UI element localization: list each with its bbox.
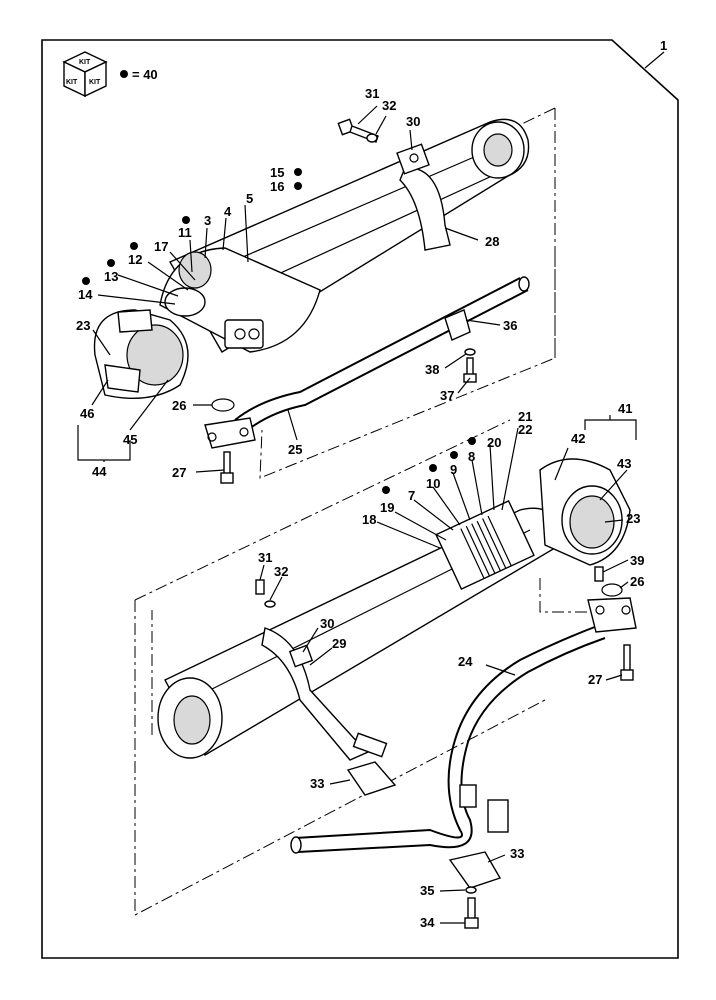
kit-bullet-icon (120, 70, 128, 78)
kit-bullets (82, 168, 476, 494)
callout-16: 16 (270, 179, 284, 194)
upper-clamp-bolt (337, 118, 379, 143)
upper-o-ring (211, 398, 235, 412)
callout-15: 15 (270, 165, 284, 180)
callout-26-lower: 26 (630, 574, 644, 589)
callout-18: 18 (362, 512, 376, 527)
callout-10: 10 (426, 476, 440, 491)
callout-labels: 31 32 30 15 16 5 4 3 11 17 12 13 14 28 2… (76, 86, 644, 930)
callout-23-upper: 23 (76, 318, 90, 333)
callout-43: 43 (617, 456, 631, 471)
callout-34: 34 (420, 915, 435, 930)
callout-23-lower: 23 (626, 511, 640, 526)
callout-28: 28 (485, 234, 499, 249)
kit-legend-text: = 40 (132, 67, 158, 82)
leader-lines (77, 105, 637, 924)
lower-clamp-bolt (255, 579, 276, 608)
callout-46: 46 (80, 406, 94, 421)
callout-33-lower: 33 (510, 846, 524, 861)
lower-dashed-envelope-3 (539, 578, 612, 613)
callout-3: 3 (204, 213, 211, 228)
callout-36: 36 (503, 318, 517, 333)
kit-icon-left-text: KIT (66, 79, 78, 86)
callout-38: 38 (425, 362, 439, 377)
callout-11: 11 (178, 225, 192, 240)
callout-29: 29 (332, 636, 346, 651)
callout-27-upper: 27 (172, 465, 186, 480)
callout-9: 9 (450, 462, 457, 477)
lower-dashed-envelope (134, 600, 546, 916)
callout-14: 14 (78, 287, 93, 302)
upper-hydraulic-pipe (204, 276, 530, 449)
callout-13: 13 (104, 269, 118, 284)
callout-21: 21 (518, 409, 532, 424)
drawing-frame (41, 39, 679, 959)
callout-12: 12 (128, 252, 142, 267)
upper-pipe-clamp (444, 309, 471, 341)
upper-dashed-envelope (259, 108, 556, 479)
callout-17: 17 (154, 239, 168, 254)
callout-30-lower: 30 (320, 616, 334, 631)
callout-31-lower: 31 (258, 550, 272, 565)
upper-clamp-band (396, 143, 451, 251)
callout-33-upper: 33 (310, 776, 324, 791)
callout-19: 19 (380, 500, 394, 515)
pipe-clamp-lower-half (448, 851, 502, 889)
callout-25: 25 (288, 442, 302, 457)
kit-icon-top-text: KIT (79, 59, 91, 66)
lower-dashed-envelope-2 (134, 419, 511, 601)
callout-44: 44 (92, 464, 107, 479)
figure-leader (644, 51, 665, 69)
kit-icon: KIT KIT KIT (62, 51, 108, 98)
lower-cylinder-bottom (539, 458, 631, 566)
callout-27-lower: 27 (588, 672, 602, 687)
callout-45: 45 (123, 432, 137, 447)
lower-flange-bolt (620, 644, 634, 681)
callout-7: 7 (408, 488, 415, 503)
pipe-clamp-bolt (464, 886, 479, 929)
callout-31-upper: 31 (365, 86, 379, 101)
callout-39: 39 (630, 553, 644, 568)
grease-fitting (594, 566, 604, 582)
kit-icon-right-text: KIT (89, 79, 101, 86)
lower-clamp-band (261, 627, 388, 761)
callout-24: 24 (458, 654, 473, 669)
figure-number: 1 (660, 38, 667, 53)
callout-35: 35 (420, 883, 434, 898)
callout-26-upper: 26 (172, 398, 186, 413)
upper-rod-eye (93, 309, 189, 400)
callout-42: 42 (571, 431, 585, 446)
callout-20: 20 (487, 435, 501, 450)
callout-41: 41 (618, 401, 632, 416)
pipe-support-block (459, 784, 509, 833)
callout-8: 8 (468, 449, 475, 464)
lower-hydraulic-pipe (290, 597, 637, 854)
callout-37: 37 (440, 388, 454, 403)
upper-flange-bolt (220, 451, 234, 484)
callout-5: 5 (246, 191, 253, 206)
callout-32-lower: 32 (274, 564, 288, 579)
lower-o-ring (601, 583, 623, 597)
callout-32-upper: 32 (382, 98, 396, 113)
lower-piston-assembly (435, 499, 535, 591)
pipe-clamp-upper-half (346, 761, 397, 796)
callout-30-upper: 30 (406, 114, 420, 129)
callout-4: 4 (224, 204, 232, 219)
callout-22: 22 (518, 422, 532, 437)
